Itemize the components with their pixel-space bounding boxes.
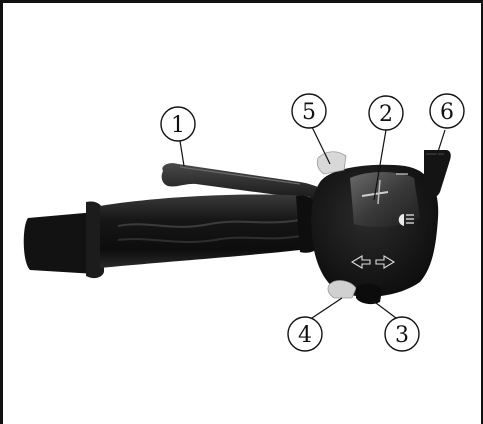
callout-4: 4	[287, 316, 323, 352]
svg-text:3: 3	[395, 323, 409, 348]
svg-text:5: 5	[302, 100, 316, 125]
callout-1: 1	[160, 106, 196, 142]
svg-text:6: 6	[440, 100, 454, 125]
svg-text:2: 2	[379, 102, 393, 127]
switch-housing	[311, 150, 451, 305]
svg-text:4: 4	[298, 323, 312, 348]
headlight-icon	[398, 214, 414, 226]
hand-grip	[23, 194, 318, 279]
leader-lines	[179, 126, 446, 319]
callout-3: 3	[384, 316, 420, 352]
callout-6: 6	[429, 93, 465, 129]
turn-signal-arrows	[350, 255, 396, 269]
callout-2: 2	[368, 95, 404, 131]
svg-text:1: 1	[171, 113, 185, 138]
callout-5: 5	[291, 93, 327, 129]
